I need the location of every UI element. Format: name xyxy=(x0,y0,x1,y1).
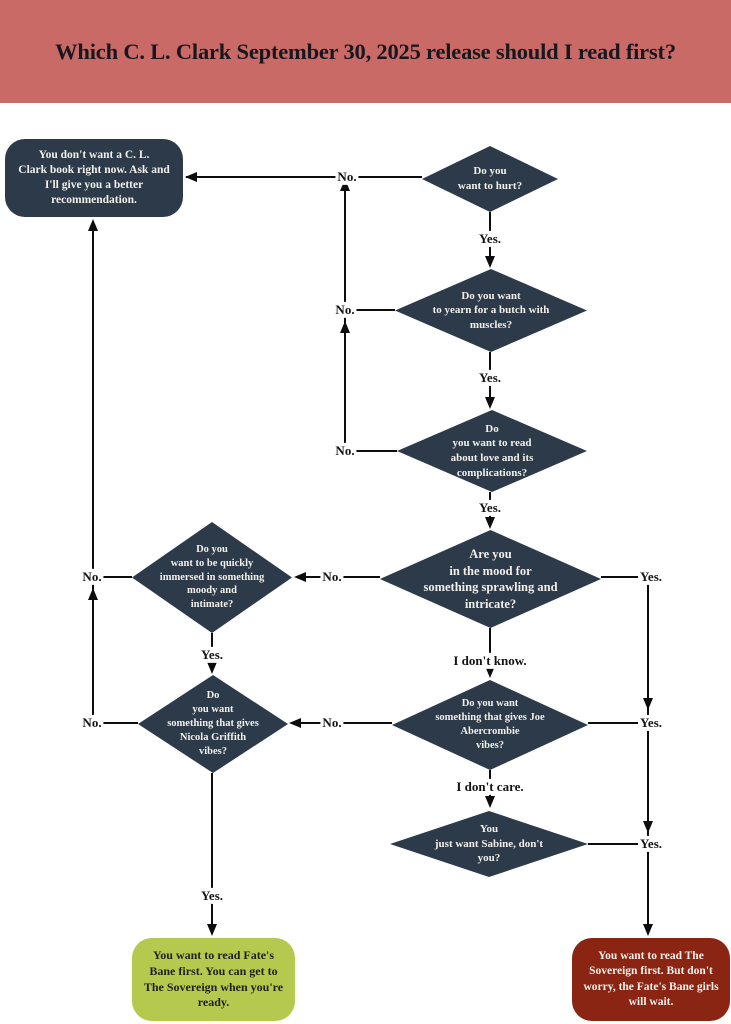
arrowhead-down-icon xyxy=(207,662,217,674)
node-just-want-sabine-text: You just want Sabine, don't you? xyxy=(434,823,544,865)
node-moody-intimate-text: Do you want to be quickly immersed in so… xyxy=(159,543,265,611)
node-want-to-hurt-text: Do you want to hurt? xyxy=(457,165,523,192)
arrowhead-down-icon xyxy=(485,796,495,808)
arrowhead-left-icon xyxy=(289,718,301,728)
edge-label: No. xyxy=(80,714,104,732)
edge-label: Yes. xyxy=(476,499,504,517)
edge-label: Yes. xyxy=(198,646,226,664)
edge-line xyxy=(186,176,422,178)
node-love-complications-text: Do you want to read about love and its c… xyxy=(450,422,534,479)
edge-label: I don't care. xyxy=(454,778,526,796)
node-moody-intimate: Do you want to be quickly immersed in so… xyxy=(132,522,292,633)
node-sprawling-intricate-text: Are you in the mood for something sprawl… xyxy=(423,547,558,611)
edge-label: Yes. xyxy=(637,835,665,853)
node-no-clark-book: You don't want a C. L. Clark book right … xyxy=(5,139,183,217)
edge-label: No. xyxy=(335,168,359,186)
edge-line xyxy=(296,722,392,724)
node-yearn-butch: Do you want to yearn for a butch with mu… xyxy=(395,269,587,352)
node-sprawling-intricate: Are you in the mood for something sprawl… xyxy=(380,530,601,628)
edge-line xyxy=(93,722,138,724)
arrowhead-up-icon xyxy=(88,588,98,600)
node-nicola-griffith: Do you want something that gives Nicola … xyxy=(138,675,288,773)
arrowhead-down-icon xyxy=(207,924,217,936)
edge-label: I don't know. xyxy=(451,652,529,670)
edge-label: Yes. xyxy=(637,714,665,732)
edge-label: No. xyxy=(333,301,357,319)
arrowhead-down-icon xyxy=(485,397,495,409)
edge-line xyxy=(345,309,395,311)
edge-line xyxy=(489,628,491,666)
edge-line xyxy=(211,773,213,925)
node-read-fates-bane-text: You want to read Fate's Bane first. You … xyxy=(143,947,284,1010)
edge-label: No. xyxy=(80,568,104,586)
edge-label: Yes. xyxy=(637,568,665,586)
node-read-the-sovereign: You want to read The Sovereign first. Bu… xyxy=(572,938,730,1021)
node-read-the-sovereign-text: You want to read The Sovereign first. Bu… xyxy=(583,950,719,1008)
edge-label: No. xyxy=(320,568,344,586)
arrowhead-left-icon xyxy=(294,572,306,582)
edge-label: No. xyxy=(333,442,357,460)
edge-label: No. xyxy=(320,714,344,732)
edge-line xyxy=(601,576,648,578)
arrowhead-down-icon xyxy=(643,924,653,936)
arrowhead-up-icon xyxy=(88,219,98,231)
node-read-fates-bane: You want to read Fate's Bane first. You … xyxy=(132,938,295,1021)
edge-line xyxy=(647,577,649,925)
title-banner: Which C. L. Clark September 30, 2025 rel… xyxy=(0,0,731,103)
edge-line xyxy=(93,576,132,578)
arrowhead-down-icon xyxy=(643,698,653,710)
edge-line xyxy=(588,722,648,724)
arrowhead-down-icon xyxy=(485,517,495,529)
node-nicola-griffith-text: Do you want something that gives Nicola … xyxy=(167,690,259,757)
edge-line xyxy=(92,229,94,723)
node-just-want-sabine: You just want Sabine, don't you? xyxy=(390,811,588,877)
node-yearn-butch-text: Do you want to yearn for a butch with mu… xyxy=(432,289,550,331)
arrowhead-down-icon xyxy=(485,666,495,678)
node-want-to-hurt: Do you want to hurt? xyxy=(422,146,558,212)
arrowhead-down-icon xyxy=(485,256,495,268)
edge-line xyxy=(344,189,346,451)
page-title: Which C. L. Clark September 30, 2025 rel… xyxy=(55,38,676,64)
edge-label: Yes. xyxy=(476,369,504,387)
node-love-complications: Do you want to read about love and its c… xyxy=(397,410,587,492)
edge-line xyxy=(588,843,648,845)
arrowhead-down-icon xyxy=(643,821,653,833)
node-joe-abercrombie-text: Do you want something that gives Joe Abe… xyxy=(435,698,545,751)
edge-line xyxy=(345,450,397,452)
node-no-clark-book-text: You don't want a C. L. Clark book right … xyxy=(18,148,170,207)
edge-label: Yes. xyxy=(198,887,226,905)
edge-label: Yes. xyxy=(476,230,504,248)
arrowhead-up-icon xyxy=(340,321,350,333)
node-joe-abercrombie: Do you want something that gives Joe Abe… xyxy=(392,680,588,770)
arrowhead-left-icon xyxy=(185,172,197,182)
